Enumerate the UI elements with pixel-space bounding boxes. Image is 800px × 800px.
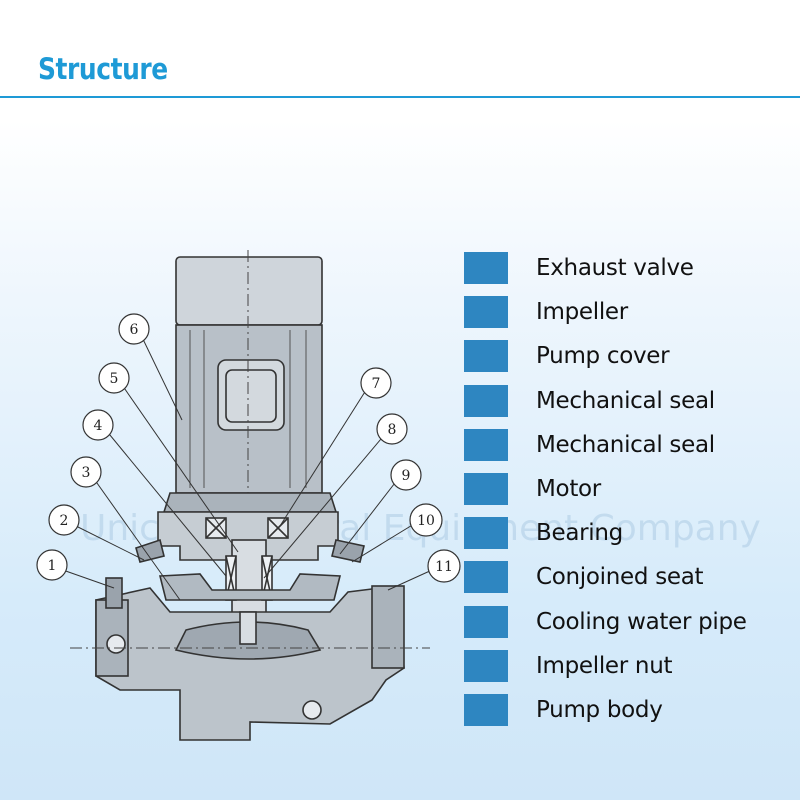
- legend-label: Conjoined seat: [536, 564, 704, 591]
- legend-label: Exhaust valve: [536, 255, 694, 282]
- legend-swatch: [464, 649, 508, 682]
- callout-label: 9: [402, 468, 411, 484]
- page-title: Structure: [38, 52, 168, 86]
- legend-label: Impeller: [536, 299, 628, 326]
- legend-item: Impeller: [464, 290, 794, 334]
- legend-label: Cooling water pipe: [536, 608, 747, 635]
- drain-port: [302, 700, 322, 720]
- callout-label: 11: [435, 559, 453, 575]
- legend-item: Mechanical seal: [464, 379, 794, 423]
- callouts: 1 2 3 4 5 6 7 8 9 10 11: [36, 313, 461, 583]
- callout-label: 2: [60, 513, 69, 529]
- legend-item: Motor: [464, 467, 794, 511]
- legend-swatch: [464, 384, 508, 417]
- callout-label: 3: [82, 465, 91, 481]
- callout-label: 5: [110, 371, 119, 387]
- legend-swatch: [464, 605, 508, 638]
- junction-box: [217, 359, 285, 431]
- callout-1: 1: [36, 549, 68, 581]
- callout-5: 5: [98, 362, 130, 394]
- callout-7: 7: [360, 367, 392, 399]
- callout-label: 1: [48, 558, 57, 574]
- legend-label: Pump body: [536, 696, 663, 723]
- callout-label: 10: [417, 513, 435, 529]
- callout-label: 8: [388, 422, 397, 438]
- legend-label: Mechanical seal: [536, 431, 715, 458]
- legend-item: Exhaust valve: [464, 246, 794, 290]
- inlet-port: [106, 634, 126, 654]
- callout-2: 2: [48, 504, 80, 536]
- callout-9: 9: [390, 459, 422, 491]
- legend-label: Mechanical seal: [536, 387, 715, 414]
- legend-label: Pump cover: [536, 343, 670, 370]
- legend-swatch: [464, 693, 508, 726]
- legend-swatch: [464, 561, 508, 594]
- legend-label: Motor: [536, 476, 601, 503]
- legend-swatch: [464, 428, 508, 461]
- callout-label: 4: [94, 418, 103, 434]
- legend-swatch: [464, 252, 508, 285]
- legend-swatch: [464, 473, 508, 506]
- impeller-nut: [239, 611, 257, 645]
- callout-label: 6: [130, 322, 139, 338]
- motor-top-cap: [175, 256, 323, 326]
- callout-11: 11: [427, 549, 461, 583]
- pump-cover: [158, 573, 342, 601]
- cooling-pipe-right: [331, 539, 365, 563]
- outlet-flange: [371, 585, 405, 669]
- legend-item: Impeller nut: [464, 644, 794, 688]
- legend-swatch: [464, 340, 508, 373]
- motor-flange: [162, 492, 338, 513]
- callout-label: 7: [372, 376, 381, 392]
- header-divider: [0, 96, 800, 98]
- legend-label: Bearing: [536, 520, 623, 547]
- leader-lines: [59, 332, 433, 601]
- exhaust-valve: [105, 577, 123, 609]
- legend-item: Mechanical seal: [464, 423, 794, 467]
- callout-4: 4: [82, 409, 114, 441]
- legend-label: Impeller nut: [536, 652, 673, 679]
- legend-item: Bearing: [464, 511, 794, 555]
- callout-10: 10: [409, 503, 443, 537]
- callout-3: 3: [70, 456, 102, 488]
- pump-body: [95, 585, 405, 741]
- legend-item: Conjoined seat: [464, 555, 794, 599]
- legend-swatch: [464, 517, 508, 550]
- legend-item: Pump body: [464, 688, 794, 732]
- legend-swatch: [464, 296, 508, 329]
- callout-6: 6: [118, 313, 150, 345]
- callout-8: 8: [376, 413, 408, 445]
- legend-item: Pump cover: [464, 334, 794, 378]
- legend-item: Cooling water pipe: [464, 600, 794, 644]
